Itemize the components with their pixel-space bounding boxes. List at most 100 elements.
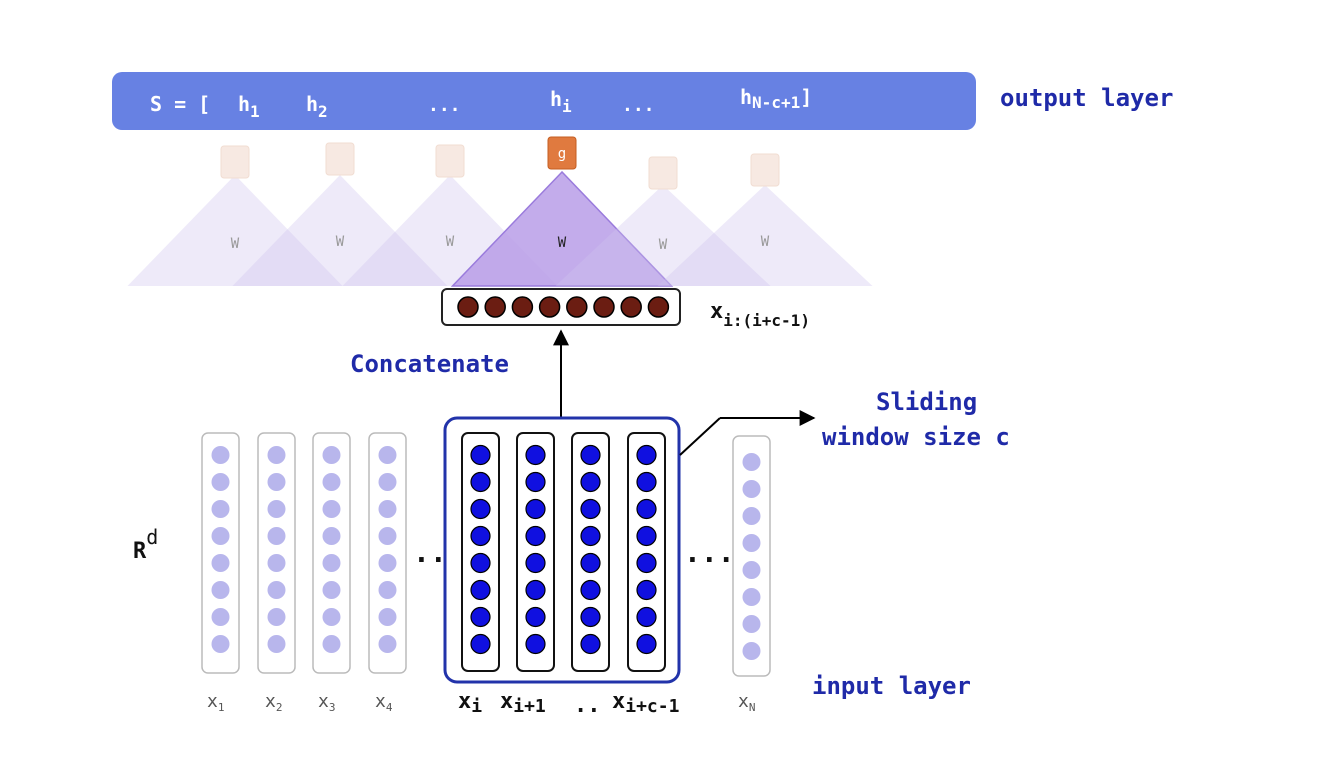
concat-vector-label: xi:(i+c-1): [710, 299, 810, 330]
concat-vector-nodes: [457, 296, 670, 318]
input-layer-label: input layer: [812, 672, 971, 700]
input-node: [580, 606, 601, 628]
input-node: [211, 527, 230, 545]
input-node: [322, 554, 341, 572]
activation-node: [750, 153, 780, 187]
filter-weight-label: W: [558, 235, 567, 251]
input-node: [580, 633, 601, 655]
input-node: [636, 633, 657, 655]
input-node: [267, 473, 286, 491]
activation-node: [325, 142, 355, 176]
input-node: [742, 480, 761, 498]
input-node: [525, 471, 546, 493]
filter-triangle-5: [555, 185, 771, 286]
input-node: [636, 552, 657, 574]
filter-triangle-1: [127, 175, 343, 286]
input-column-label: x3: [318, 691, 335, 714]
input-column: [368, 432, 407, 674]
input-node: [378, 608, 397, 626]
input-column-label: xi+1: [500, 689, 546, 717]
activation-label: g: [558, 146, 566, 162]
input-node: [525, 498, 546, 520]
input-node: [211, 635, 230, 653]
output-sequence-open: S = [: [150, 92, 210, 116]
input-node: [470, 498, 491, 520]
input-ellipsis-right: ...: [684, 536, 735, 569]
input-layer-columns: [201, 432, 771, 677]
concat-node: [457, 296, 479, 318]
input-column-label: x1: [207, 691, 224, 714]
input-column: [461, 432, 500, 672]
input-node: [742, 507, 761, 525]
input-node: [211, 581, 230, 599]
filter-weight-label: W: [446, 234, 455, 250]
concat-node: [538, 296, 561, 318]
input-node: [322, 581, 341, 599]
input-node: [636, 444, 657, 466]
input-node: [580, 579, 601, 601]
input-node: [378, 554, 397, 572]
input-node: [525, 525, 546, 547]
input-ellipsis-left: ..: [413, 536, 447, 569]
filter-triangle-4: [450, 170, 674, 287]
sliding-window-label-line2: window size c: [822, 423, 1010, 451]
activation-node: [648, 156, 678, 190]
sliding-window-label-line1: Sliding: [876, 388, 977, 416]
input-node: [322, 527, 341, 545]
input-node: [636, 498, 657, 520]
filter-weight-label: W: [336, 234, 345, 250]
input-node: [470, 471, 491, 493]
input-node: [470, 444, 491, 466]
filter-triangle-2: [232, 175, 448, 286]
input-column-label: xN: [738, 691, 755, 714]
input-column-label: x2: [265, 691, 282, 714]
input-node: [636, 579, 657, 601]
input-node: [470, 633, 491, 655]
output-hlast: hN-c+1]: [740, 85, 812, 112]
input-node: [378, 635, 397, 653]
concat-node: [566, 296, 588, 318]
input-node: [378, 527, 397, 545]
input-column: [571, 432, 610, 672]
input-column: [257, 432, 296, 674]
input-node: [211, 473, 230, 491]
input-node: [580, 498, 601, 520]
input-node: [636, 606, 657, 628]
input-node: [525, 606, 546, 628]
concat-node: [593, 296, 615, 318]
input-node: [211, 500, 230, 518]
output-h2: h2: [306, 92, 328, 121]
filter-weight-label: W: [231, 236, 240, 252]
input-node: [580, 444, 601, 466]
input-node: [580, 471, 601, 493]
concat-node: [620, 296, 642, 318]
input-node: [525, 633, 546, 655]
input-node: [378, 500, 397, 518]
input-node: [470, 579, 491, 601]
input-column-label: ..: [574, 693, 601, 718]
filter-triangle-6: [657, 185, 873, 286]
filter-weight-label: W: [761, 234, 770, 250]
input-node: [211, 446, 230, 464]
output-layer-label: output layer: [1000, 84, 1173, 112]
input-node: [378, 473, 397, 491]
input-node: [267, 608, 286, 626]
input-column: [312, 432, 351, 674]
input-node: [742, 453, 761, 471]
input-node: [742, 642, 761, 660]
input-node: [267, 554, 286, 572]
input-node: [580, 552, 601, 574]
concat-node: [484, 296, 506, 318]
input-column: [732, 435, 771, 677]
input-node: [322, 500, 341, 518]
concatenate-label: Concatenate: [350, 350, 509, 378]
input-node: [267, 446, 286, 464]
input-node: [322, 635, 341, 653]
activation-node: [220, 145, 250, 179]
concat-node: [511, 296, 534, 318]
input-node: [742, 615, 761, 633]
input-node: [470, 525, 491, 547]
